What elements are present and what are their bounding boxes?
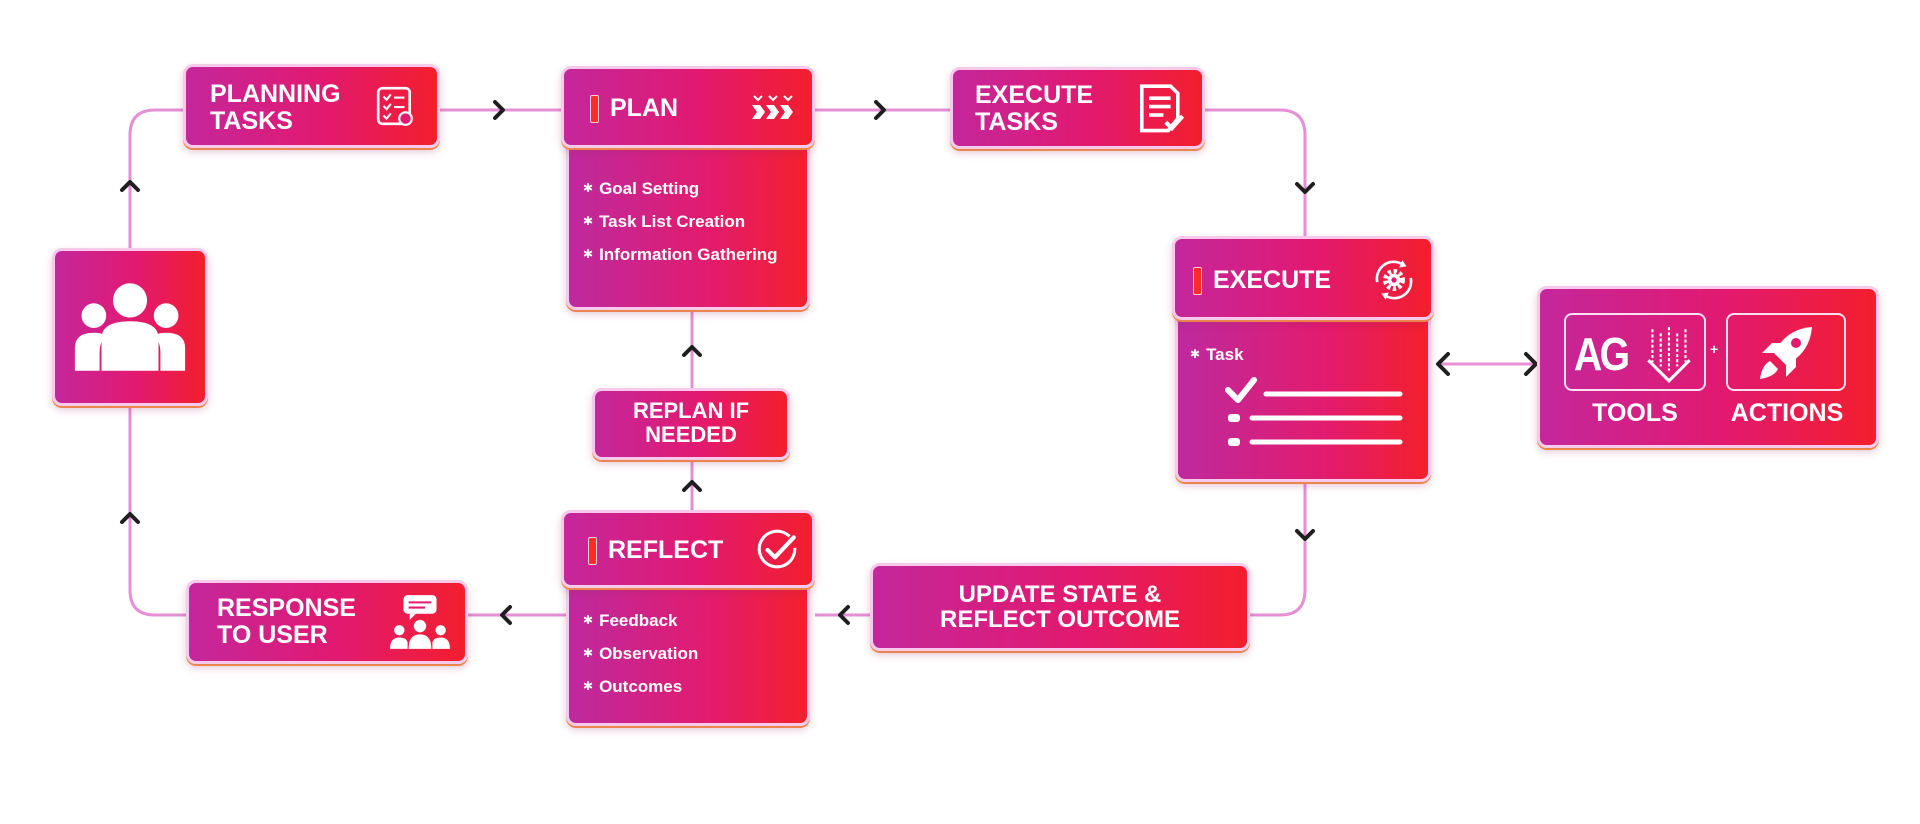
document-check-icon bbox=[1140, 84, 1185, 133]
list-item: ✱Goal Setting bbox=[583, 179, 700, 198]
connector-execute-to-update bbox=[1250, 482, 1307, 617]
tools-label: TOOLS bbox=[1592, 399, 1678, 427]
execute-tasks-label: EXECUTE TASKS bbox=[975, 81, 1094, 136]
execute-label: EXECUTE bbox=[1213, 266, 1332, 294]
replan-node[interactable]: REPLAN IF NEEDED bbox=[592, 388, 790, 460]
plan-details-panel: ✱Goal Setting ✱Task List Creation ✱Infor… bbox=[566, 144, 810, 310]
arrow-left-icon bbox=[1436, 352, 1450, 376]
reflect-details-panel: ✱Feedback ✱Observation ✱Outcomes bbox=[566, 584, 810, 726]
reflect-header-marker bbox=[588, 537, 597, 565]
list-item: ✱Outcomes bbox=[583, 677, 683, 696]
list-item: ✱Observation bbox=[583, 644, 699, 663]
task-list-icon bbox=[1225, 377, 1403, 446]
list-item: ✱Task bbox=[1190, 345, 1244, 364]
execute-items-list: ✱Task bbox=[1190, 338, 1244, 371]
arrow-left-icon bbox=[838, 605, 850, 625]
plan-items-list: ✱Goal Setting ✱Task List Creation ✱Infor… bbox=[583, 172, 778, 271]
planning-tasks-node[interactable]: PLANNING TASKS bbox=[183, 64, 440, 148]
arrow-up-icon bbox=[120, 512, 140, 524]
plus-sign: + bbox=[1710, 341, 1719, 357]
arrow-down-icon bbox=[1295, 529, 1315, 541]
reflect-label: REFLECT bbox=[608, 536, 724, 564]
execute-node[interactable]: EXECUTE bbox=[1172, 236, 1434, 320]
response-to-user-node[interactable]: RESPONSE TO USER bbox=[186, 580, 468, 664]
execute-header-marker bbox=[1193, 267, 1202, 295]
gear-icon bbox=[1375, 260, 1413, 300]
connector-users-to-planning bbox=[128, 108, 186, 248]
list-item: ✱Information Gathering bbox=[583, 245, 778, 264]
plan-node[interactable]: PLAN bbox=[561, 66, 815, 148]
connector-response-to-users bbox=[128, 407, 188, 617]
connector-execute-tasks-to-execute bbox=[1202, 108, 1307, 236]
arrow-right-icon bbox=[493, 100, 505, 120]
arrow-up-icon bbox=[682, 345, 702, 357]
list-item: ✱Feedback bbox=[583, 611, 678, 630]
check-circle-icon bbox=[757, 529, 797, 569]
arrow-up-icon bbox=[120, 180, 140, 192]
planning-tasks-label: PLANNING TASKS bbox=[210, 80, 341, 135]
arrow-up-icon bbox=[682, 480, 702, 492]
execute-details-panel: ✱Task bbox=[1175, 318, 1431, 482]
actions-label: ACTIONS bbox=[1730, 399, 1844, 427]
response-label: RESPONSE TO USER bbox=[217, 594, 356, 649]
plan-header-marker bbox=[590, 95, 599, 123]
update-state-node[interactable]: UPDATE STATE & REFLECT OUTCOME bbox=[870, 563, 1250, 651]
users-node[interactable] bbox=[52, 248, 208, 406]
reflect-items-list: ✱Feedback ✱Observation ✱Outcomes bbox=[583, 604, 698, 703]
tools-logo-text: AG bbox=[1574, 328, 1630, 380]
arrow-right-icon bbox=[1524, 352, 1538, 376]
checklist-icon bbox=[376, 86, 413, 126]
plan-label: PLAN bbox=[610, 94, 679, 122]
arrow-left-icon bbox=[500, 605, 512, 625]
execute-tasks-node[interactable]: EXECUTE TASKS bbox=[950, 67, 1205, 149]
rocket-icon bbox=[1760, 327, 1812, 379]
arrow-right-icon bbox=[874, 100, 886, 120]
tools-icon bbox=[1647, 327, 1691, 384]
chevrons-icon bbox=[752, 95, 793, 119]
users-icon bbox=[74, 283, 186, 371]
replan-label: REPLAN IF NEEDED bbox=[632, 398, 750, 447]
chat-users-icon bbox=[390, 595, 450, 649]
arrow-down-icon bbox=[1295, 182, 1315, 194]
actions-box[interactable] bbox=[1726, 313, 1846, 391]
reflect-node[interactable]: REFLECT bbox=[561, 510, 815, 588]
tools-box[interactable]: AG bbox=[1564, 313, 1706, 391]
list-item: ✱Task List Creation bbox=[583, 212, 746, 231]
update-state-label: UPDATE STATE & REFLECT OUTCOME bbox=[940, 581, 1180, 633]
tools-actions-node[interactable]: AG + TOOLS ACTIONS bbox=[1537, 286, 1879, 448]
